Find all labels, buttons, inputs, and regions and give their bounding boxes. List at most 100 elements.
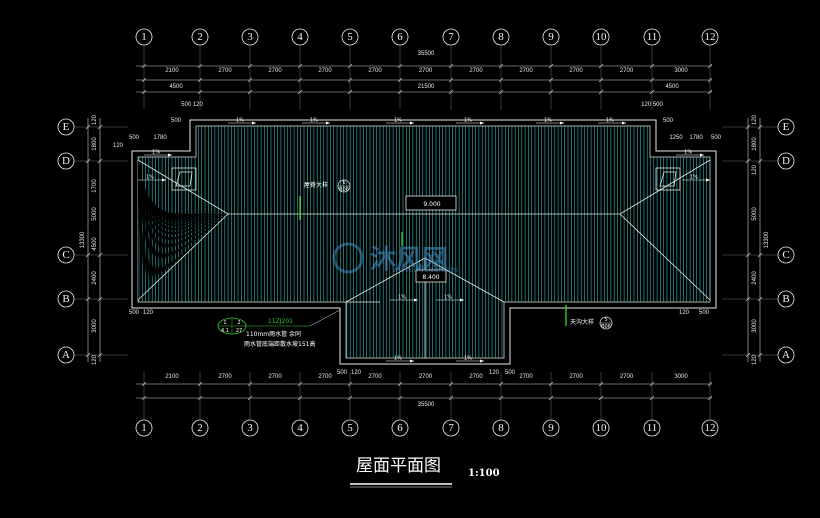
axis-bubble-top-2: 2: [191, 28, 209, 46]
dim-left-row-6: 3000: [92, 319, 98, 333]
tick-3-92: [297, 89, 303, 95]
detail-code: 11ZJ201: [268, 318, 293, 325]
axis-bubble-top-4: 4: [291, 28, 309, 46]
watermark-logo-icon: [332, 242, 364, 274]
svg-text:7: 7: [448, 31, 454, 43]
axis-bubble-left-E: E: [57, 118, 75, 136]
dim-wing-right: 4500: [665, 84, 679, 90]
dim-misc-14: 500: [171, 118, 182, 124]
axis-bubble-bottom-1: 1: [135, 419, 153, 437]
svg-text:9: 9: [548, 31, 554, 43]
slope-arrow-0: 1%: [228, 118, 256, 125]
svg-text:10: 10: [596, 31, 608, 43]
dim-ridge-length: 21500: [418, 84, 435, 90]
dim-bottom-bay-9: 2700: [620, 374, 634, 380]
dim-total-top: 35500: [418, 51, 435, 57]
dim-bottom-bay-0: 2100: [165, 374, 179, 380]
tick-4-92: [347, 89, 353, 95]
tick-9-92: [598, 89, 604, 95]
tick-row-3-88: [85, 158, 91, 164]
dim-misc-15: 500: [663, 118, 674, 124]
axis-bubble-top-6: 6: [391, 28, 409, 46]
dim-left-row-4: 4500: [92, 237, 98, 251]
drawing-title: 屋面平面图: [356, 456, 441, 476]
dimension-texts: 2100210027002700270027002700270027002700…: [80, 51, 770, 408]
axis-bubble-top-5: 5: [341, 28, 359, 46]
tick-row-2-748: [745, 252, 751, 258]
tick-row-1-88: [85, 296, 91, 302]
tick-10-398: [649, 395, 655, 401]
svg-text:12: 12: [705, 422, 716, 434]
dim-right-row-6: 120: [752, 354, 758, 365]
svg-text:4: 4: [297, 31, 303, 43]
tick-3-80: [297, 77, 303, 83]
svg-text:1: 1: [141, 31, 147, 43]
tick-2-384: [247, 381, 253, 387]
slope-label-8: 1%: [394, 356, 402, 362]
tick-8-398: [548, 395, 554, 401]
tick-0-66: [141, 63, 147, 69]
dim-small-left: 500 120: [181, 102, 203, 108]
dim-left-row-2: 1700: [92, 179, 98, 193]
tick-8-80: [548, 77, 554, 83]
dim-left-total: 13300: [80, 231, 86, 248]
dim-top-bay-10: 3000: [674, 68, 688, 74]
slope-label-11: 1%: [690, 175, 698, 181]
axis-bubble-top-12: 12: [701, 28, 719, 46]
eave-detail-ref: 6: [342, 180, 345, 186]
axis-bubble-bottom-4: 4: [291, 419, 309, 437]
slope-label-13: 1%: [444, 295, 452, 301]
tick-row-3-100: [97, 158, 103, 164]
slope-arrow-11: 1%: [682, 175, 710, 182]
dim-right-total: 13300: [764, 231, 770, 248]
slope-arrow-1: 1%: [302, 118, 330, 125]
dim-misc-2: 120: [113, 143, 124, 149]
valley-elevation-tag: 8.400: [415, 269, 447, 283]
eave-detail-callout: 屋脊大样 6 B06: [304, 179, 351, 193]
tick-1-384: [197, 381, 203, 387]
tick-9-398: [598, 395, 604, 401]
tick-8-66: [548, 63, 554, 69]
tick-6-398: [448, 395, 454, 401]
gutter-detail-callout: 天沟大样 5 B06: [570, 316, 613, 330]
dimension-ticks: [85, 63, 763, 401]
ridge-elevation-text: 9.000: [423, 201, 440, 208]
dim-misc-10: 500: [505, 370, 516, 376]
tick-row-4-760: [757, 124, 763, 130]
dim-misc-4: 1780: [689, 135, 703, 141]
tick-4-66: [347, 63, 353, 69]
slope-label-7: 1%: [684, 150, 692, 156]
dim-top-bay-4: 2700: [368, 68, 382, 74]
svg-text:6: 6: [397, 31, 403, 43]
slope-label-10: 1%: [146, 175, 154, 181]
tick-10-92: [649, 89, 655, 95]
svg-text:11: 11: [647, 422, 658, 434]
detail-num-3: 4.1: [221, 328, 229, 334]
axis-bubble-bottom-10: 10: [592, 419, 610, 437]
gutter-detail-sub: B06: [601, 324, 611, 330]
tick-7-66: [498, 63, 504, 69]
tick-row-4-88: [85, 124, 91, 130]
axis-bubble-top-10: 10: [592, 28, 610, 46]
tick-0-92: [141, 89, 147, 95]
axis-bubble-bottom-6: 6: [391, 419, 409, 437]
svg-text:7: 7: [448, 422, 454, 434]
dim-misc-0: 500: [129, 135, 140, 141]
skylight-left: [171, 167, 197, 191]
detail-num-1: 1: [223, 320, 226, 326]
axis-bubble-top-8: 8: [492, 28, 510, 46]
svg-text:9: 9: [548, 422, 554, 434]
slope-label-1: 1%: [310, 118, 318, 124]
dim-left-row-1: 1800: [92, 137, 98, 151]
tick-9-66: [598, 63, 604, 69]
svg-text:3: 3: [247, 31, 253, 43]
slope-arrow-6: 1%: [144, 150, 172, 157]
svg-text:12: 12: [705, 31, 716, 43]
tick-7-92: [498, 89, 504, 95]
svg-text:5: 5: [347, 31, 353, 43]
dim-misc-6: 500: [129, 310, 140, 316]
tick-6-80: [448, 77, 454, 83]
svg-text:D: D: [62, 155, 70, 167]
svg-text:2: 2: [197, 31, 203, 43]
